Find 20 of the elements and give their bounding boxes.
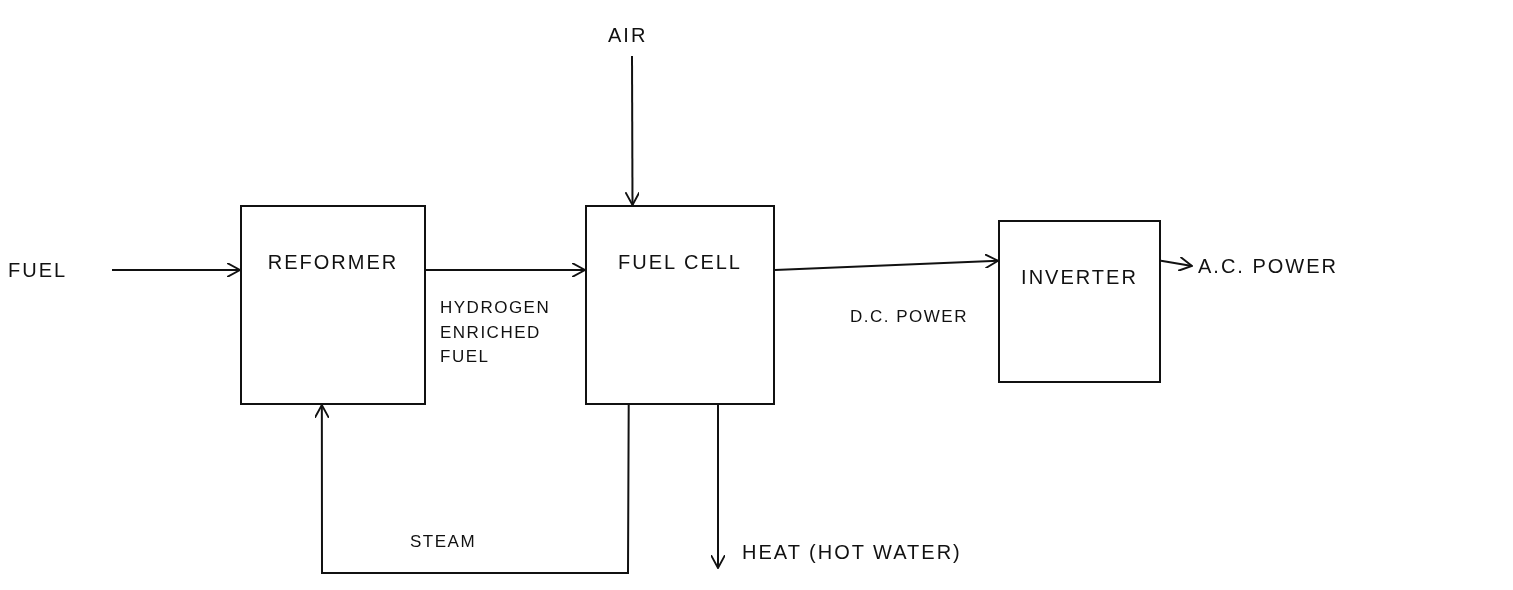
arrow (774, 253, 999, 271)
box-title: FUEL CELL (618, 251, 742, 274)
arrow (624, 55, 641, 206)
edge-label: STEAM (410, 531, 478, 553)
flow-label: HEAT (HOT WATER) (742, 534, 1022, 570)
arrow (710, 404, 726, 569)
process-box (240, 205, 426, 405)
arrow (111, 262, 241, 278)
edge-label: D.C. POWER (849, 306, 969, 328)
arrow (425, 262, 586, 278)
box-title: REFORMER (267, 251, 399, 274)
edge-label: HYDROGEN ENRICHED FUEL (440, 297, 552, 369)
flow-label: A.C. POWER (1198, 248, 1398, 284)
flow-label: AIR (608, 18, 668, 52)
process-box (998, 220, 1161, 383)
box-title: INVERTER (1021, 266, 1138, 289)
arrow (1160, 256, 1193, 272)
flow-label: FUEL (8, 252, 108, 288)
process-box (585, 205, 775, 405)
arrow (313, 404, 630, 574)
